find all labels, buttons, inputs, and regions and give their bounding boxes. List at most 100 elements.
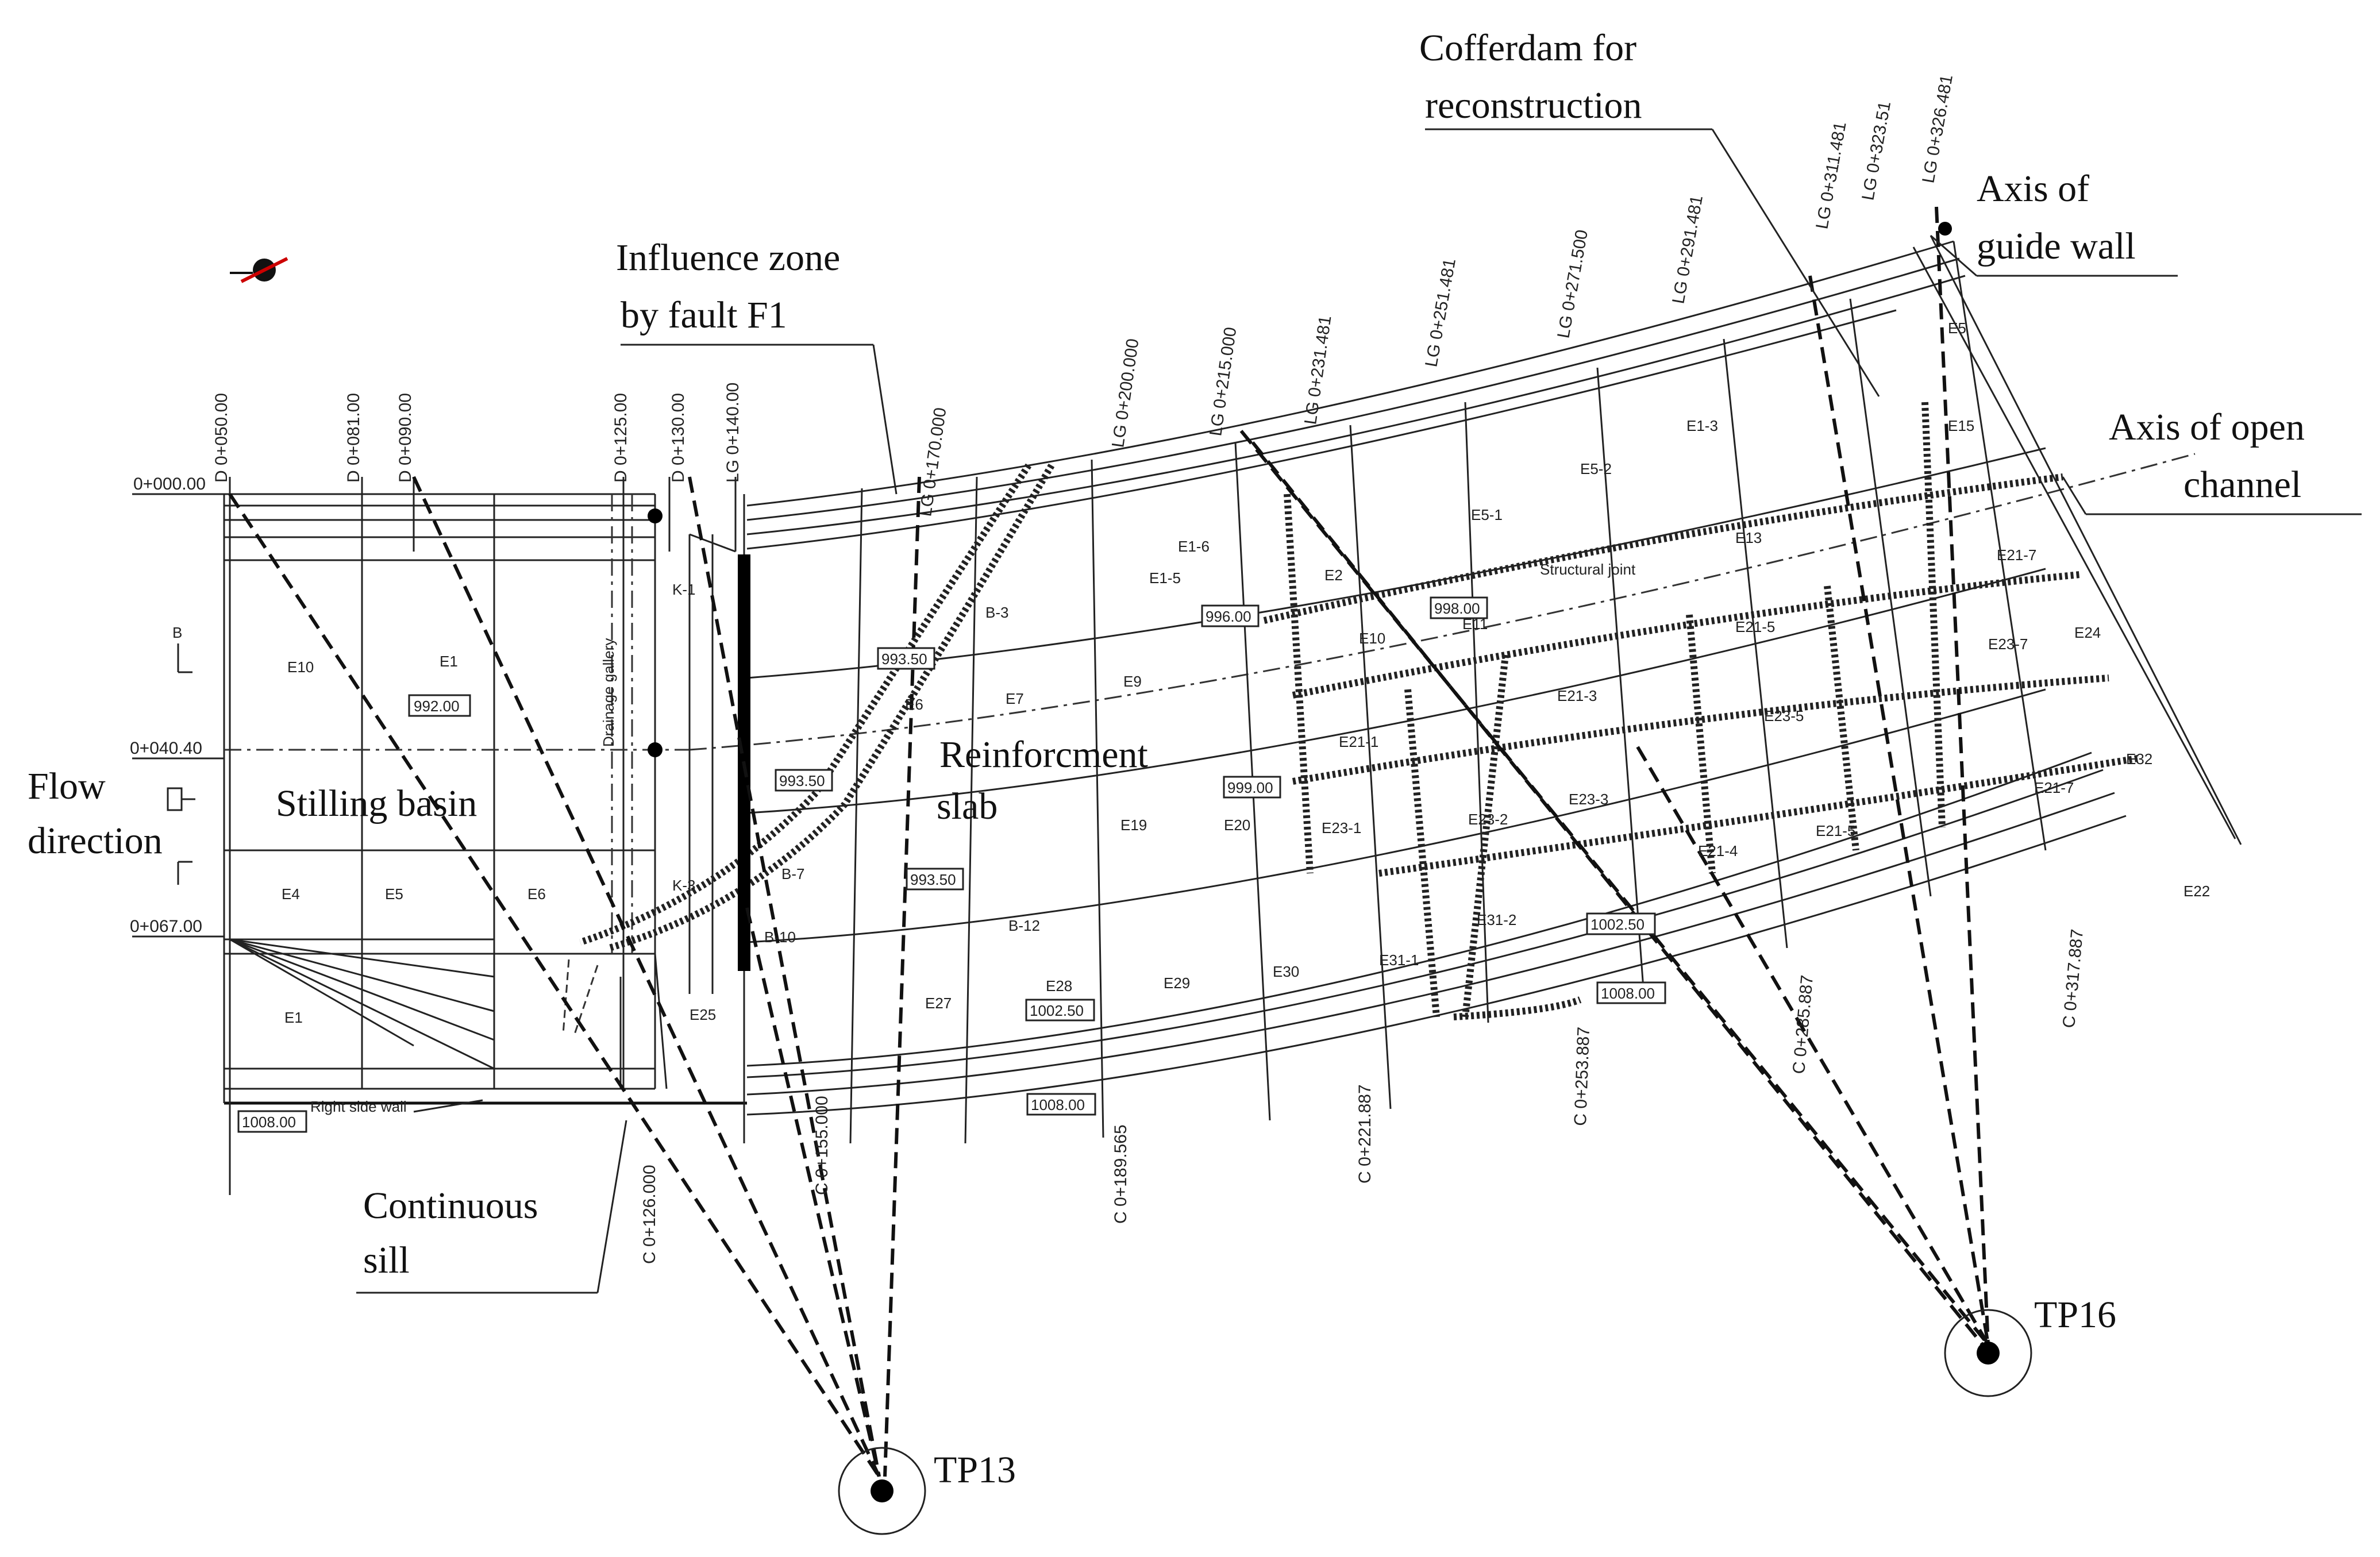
tp16-sight-lines (1239, 206, 1990, 1346)
stilling-basin-label: Stilling basin (276, 783, 477, 824)
chainage-lg291: LG 0+291.481 (1669, 194, 1707, 305)
block-label: B-12 (1008, 917, 1040, 934)
left-station-marks: 0+000.00 0+040.40 0+067.00 (130, 475, 224, 938)
station-0-000: 0+000.00 (133, 475, 206, 494)
station-0-067: 0+067.00 (130, 917, 202, 936)
elevation-e7: 998.00 (1434, 600, 1480, 617)
block-label: E1-6 (1178, 538, 1210, 555)
chainage-d50: D 0+050.00 (212, 393, 231, 483)
survey-points (648, 222, 1952, 757)
block-label: E24 (2074, 624, 2101, 641)
reinforcement-label-2: slab (937, 785, 998, 827)
block-label: E23-7 (1988, 635, 2028, 653)
station-0-040: 0+040.40 (130, 739, 202, 758)
chainage-lg311: LG 0+311.481 (1812, 121, 1850, 231)
elevation-e5: 996.00 (1206, 608, 1251, 625)
drainage-gallery-label: Drainage gallery (600, 638, 617, 747)
chainage-lg170: LG 0+170.000 (916, 406, 950, 518)
flow-label-1: Flow (28, 765, 106, 807)
block-label: K-1 (672, 581, 695, 598)
block-label: E13 (1735, 529, 1762, 546)
block-label: E1 (440, 653, 458, 670)
block-label: E19 (1120, 816, 1147, 834)
elevation-boxes: 992.00 993.50 993.50 993.50 996.00 999.0… (237, 596, 1666, 1133)
block-label: E23-3 (1569, 791, 1608, 808)
reinforcement-label-1: Reinforcment (939, 734, 1148, 776)
callout-leaders (356, 128, 2362, 1294)
block-label: E1-5 (1149, 569, 1181, 587)
block-label: E5-2 (1580, 460, 1612, 477)
axis-guide-label-2: guide wall (1977, 225, 2136, 267)
block-label: E11 (1462, 615, 1488, 633)
chainage-lg326: LG 0+326.481 (1919, 73, 1957, 184)
elevation-e11: 1008.00 (1031, 1096, 1085, 1113)
tp13-label: TP13 (934, 1449, 1016, 1491)
axis-guide-label-1: Axis of (1977, 168, 2089, 210)
block-label: E5-1 (1471, 506, 1503, 523)
continuous-sill (688, 533, 750, 994)
block-label: B-10 (764, 928, 796, 946)
block-label: B (172, 624, 182, 641)
block-label: E21-7 (2034, 779, 2074, 796)
elevation-e10: 1008.00 (242, 1113, 296, 1131)
flow-arrow-icon (167, 643, 195, 885)
block-label: E28 (1046, 977, 1072, 995)
block-label: E21-5 (1816, 822, 1855, 839)
block-label: E21-4 (1698, 842, 1738, 860)
chainage-lg200: LG 0+200.000 (1108, 337, 1142, 449)
block-label: E10 (287, 658, 314, 676)
chainage-c221: C 0+221.887 (1355, 1084, 1374, 1184)
elevation-e6: 999.00 (1227, 779, 1273, 796)
open-channel-curves (689, 235, 2242, 1116)
block-label: E29 (1164, 974, 1190, 992)
tp16-marker (1944, 1309, 2032, 1397)
block-label: E21-3 (1557, 687, 1597, 704)
block-labels: E10 E1 E4 E5 E6 E1 B-3 E6 E7 E1-5 E1-6 E… (172, 319, 2210, 1026)
block-label: E21-1 (1339, 733, 1378, 750)
influence-label-2: by fault F1 (621, 294, 787, 336)
elevation-e1: 992.00 (414, 697, 460, 715)
chainage-c317: C 0+317.887 (2059, 928, 2087, 1029)
block-label: E9 (1123, 673, 1142, 690)
stilling-basin-structure (223, 493, 747, 1105)
chainage-lg140: LG 0+140.00 (723, 383, 742, 483)
flow-label-2: direction (28, 820, 163, 862)
chainage-d90: D 0+090.00 (396, 393, 415, 483)
block-label: E5 (1948, 319, 1966, 337)
elevation-e8: 1002.50 (1030, 1002, 1084, 1019)
elevation-e4: 993.50 (910, 871, 956, 888)
chainage-lg251: LG 0+251.481 (1422, 257, 1459, 368)
block-label: E32 (2126, 750, 2152, 768)
block-label: E27 (925, 995, 952, 1012)
block-label: B-3 (985, 604, 1008, 621)
chainage-c155: C 0+155.000 (812, 1096, 831, 1195)
continuous-label-2: sill (363, 1239, 410, 1281)
elevation-e12: 1008.00 (1601, 985, 1655, 1002)
right-side-wall-label: Right side wall (310, 1098, 407, 1115)
chainage-c126: C 0+126.000 (640, 1165, 659, 1264)
block-label: E6 (905, 696, 923, 713)
influence-label-1: Influence zone (616, 237, 840, 279)
block-label: E31-1 (1379, 951, 1419, 969)
chainage-c189: C 0+189.565 (1111, 1124, 1130, 1224)
north-arrow-icon (230, 257, 288, 283)
cofferdam-label-2: reconstruction (1425, 84, 1642, 126)
block-label: E10 (1359, 630, 1385, 647)
block-label: E6 (527, 885, 546, 903)
elevation-e3: 993.50 (779, 772, 825, 789)
cofferdam-label-1: Cofferdam for (1419, 27, 1636, 69)
tp16-label: TP16 (2034, 1294, 2116, 1336)
block-label: E21-7 (1997, 546, 2036, 564)
block-label: E22 (2183, 882, 2210, 900)
block-label: E23-1 (1322, 819, 1361, 837)
block-label: E23-5 (1764, 707, 1804, 724)
block-label: E25 (690, 1006, 716, 1023)
block-label: E5 (385, 885, 403, 903)
block-label: E7 (1006, 690, 1024, 707)
axis-channel-label-2: channel (2183, 464, 2301, 506)
block-label: E15 (1948, 417, 1974, 434)
structural-joint-label: Structural joint (1540, 561, 1636, 578)
elevation-e9: 1002.50 (1590, 916, 1645, 933)
block-label: E30 (1273, 963, 1299, 980)
